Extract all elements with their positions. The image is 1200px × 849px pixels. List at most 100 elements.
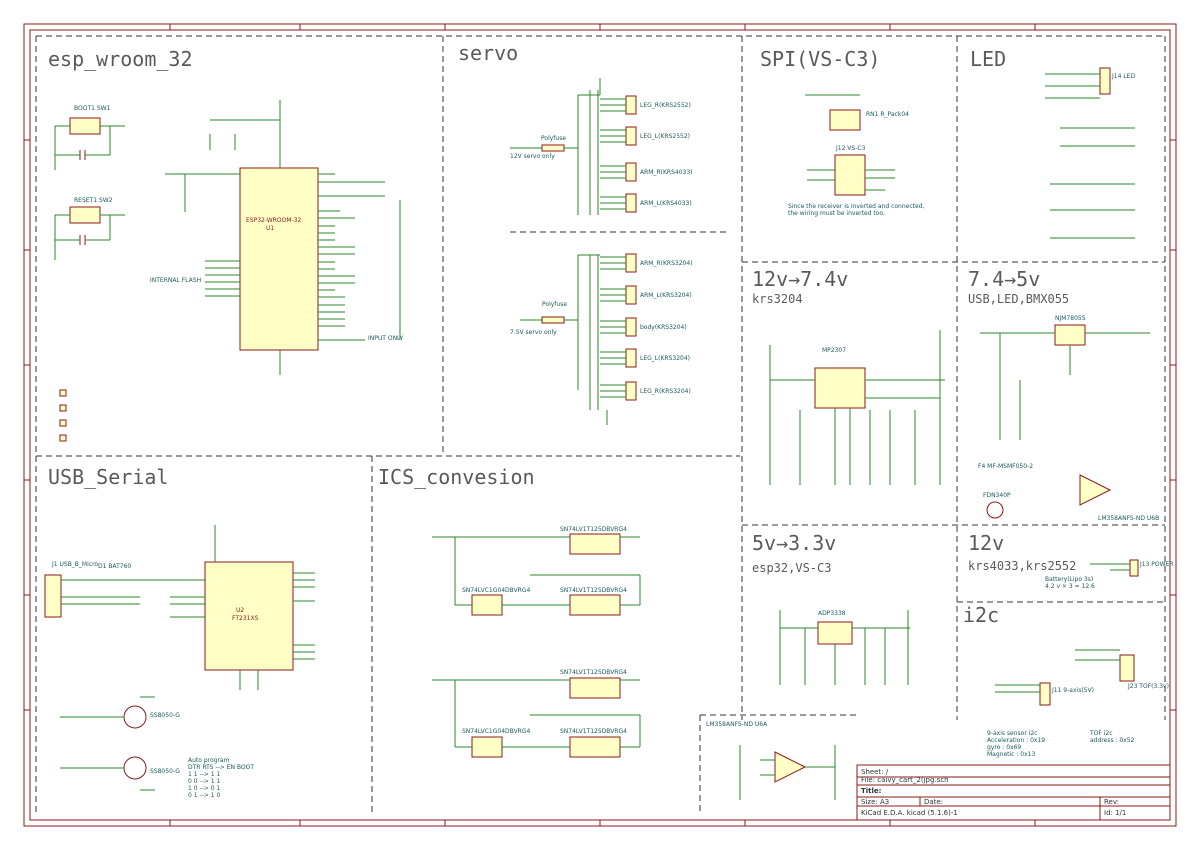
u1-value: ESP32-WROOM-32 bbox=[246, 217, 301, 224]
servo-connector bbox=[625, 348, 637, 368]
ft231x-chip bbox=[204, 561, 294, 671]
power-12v: J13 POWER Battery(Lipo 3s) 4.2 v × 3 = 1… bbox=[1045, 559, 1174, 590]
sw1-label: BOOT1 SW1 bbox=[74, 105, 111, 112]
servo-connector-label: LEG_L(KRS2552) bbox=[640, 133, 690, 140]
vs-c3-connector bbox=[834, 154, 866, 196]
ic2-label: SN74LVC1G04DBVRG4 bbox=[462, 728, 530, 735]
spi-section: RN1 R_Pack04 J12 VS-C3 Since the receive… bbox=[788, 94, 924, 217]
q2-symbol bbox=[123, 756, 147, 780]
opamp-u6b bbox=[1079, 474, 1112, 506]
esp32-module bbox=[239, 167, 319, 351]
j23-label: J23 TOF(3.3v) bbox=[1127, 683, 1169, 690]
auto-program-row: 1 1 --> 1 1 bbox=[188, 771, 220, 778]
u3-label: ADP3338 bbox=[818, 610, 846, 617]
njm7805-chip bbox=[1054, 324, 1086, 346]
title-block: Sheet: / File: caivy_cart_2(jpg.sch Titl… bbox=[856, 764, 1171, 821]
ic6-chip bbox=[569, 736, 621, 758]
q3-label: FDN340P bbox=[983, 492, 1011, 499]
q1-symbol bbox=[123, 705, 147, 729]
regulator-74-to-5: NJM7805S LM358ANFS-ND U6B F4 MF-MSMF050-… bbox=[978, 315, 1159, 522]
servo-connector-label: body(KRS3204) bbox=[640, 324, 687, 331]
ic3-chip bbox=[569, 533, 621, 555]
auto-program-title: Auto program bbox=[188, 757, 230, 764]
title-file: File: caivy_cart_2(jpg.sch bbox=[861, 776, 949, 784]
section-title-12v: 12v bbox=[968, 531, 1004, 555]
f1-note: 12V servo only bbox=[510, 153, 555, 160]
q3-symbol bbox=[986, 501, 1004, 519]
rn1-label: RN1 R_Pack04 bbox=[866, 111, 909, 118]
usb-serial-section: U2 FT231XS J1 USB_B_Micro D1 BAT760 SS80… bbox=[44, 525, 315, 799]
title-date: Date: bbox=[924, 798, 943, 806]
title-size: Size: A3 bbox=[861, 798, 889, 806]
ic5-chip bbox=[569, 677, 621, 699]
title-label: Title: bbox=[861, 787, 882, 795]
u4-label: MP2307 bbox=[822, 347, 846, 354]
tof-connector-j23 bbox=[1119, 654, 1135, 682]
u6b-label: LM358ANFS-ND U6B bbox=[1098, 515, 1159, 522]
j14-label: J14 LED bbox=[1111, 73, 1135, 80]
ic5-label: SN74LV1T125DBVRG4 bbox=[560, 669, 627, 676]
j11-label: J11 9-axis(5V) bbox=[1051, 687, 1094, 694]
servo-connector-label: ARM_L(KRS4033) bbox=[640, 200, 692, 207]
ic4-chip bbox=[569, 594, 621, 616]
servo-connector-label: ARM_R(KRS3204) bbox=[640, 260, 692, 267]
sheet-outer-border bbox=[23, 23, 1177, 827]
servo-connector bbox=[625, 162, 637, 182]
nine-axis-note: 9-axis sensor i2c bbox=[987, 730, 1037, 737]
servo-connector-label: ARM_R(KRS4033) bbox=[640, 169, 692, 176]
fuse-f2 bbox=[541, 316, 565, 324]
servo-connector bbox=[625, 126, 637, 146]
servo-connector-list: LEG_R(KRS2552) LEG_L(KRS2552) ARM_R(KRS403… bbox=[600, 95, 692, 401]
title-rev: Rev: bbox=[1104, 798, 1119, 806]
servo-connector bbox=[625, 381, 637, 401]
section-subtitle-12v: krs4033,krs2552 bbox=[968, 559, 1076, 573]
f2-note: 7.5V servo only bbox=[510, 329, 557, 336]
spi-note-line1: Since the receiver is inverted and conne… bbox=[788, 203, 924, 210]
internal-flash-note: INTERNAL FLASH bbox=[150, 277, 201, 284]
ic3-label: SN74LV1T125DBVRG4 bbox=[560, 526, 627, 533]
section-title-esp: esp_wroom_32 bbox=[48, 47, 193, 71]
f4-label: F4 MF-MSMF050-2 bbox=[978, 463, 1033, 470]
esp32-flash-pins bbox=[205, 260, 240, 297]
esp32-right-pins bbox=[318, 173, 385, 341]
servo-connector bbox=[625, 193, 637, 213]
ic1-label: SN74LVC1G04DBVRG4 bbox=[462, 587, 530, 594]
usb-conn-label: J1 USB_B_Micro bbox=[51, 561, 98, 568]
sw2-label: RESET1 SW2 bbox=[74, 197, 113, 204]
accel-note: Acceleration : 0x19 bbox=[987, 737, 1045, 744]
q2-label: SS8050-G bbox=[150, 768, 180, 775]
i2c-section: J23 TOF(3.3v) J11 9-axis(5V) bbox=[995, 649, 1169, 706]
j13-label: J13 POWER bbox=[1139, 561, 1174, 568]
servo-connector-label: LEG_R(KRS2552) bbox=[640, 102, 691, 109]
resistor-pack-rn1 bbox=[829, 109, 861, 131]
servo-connector bbox=[625, 285, 637, 305]
servo-section: Polyfuse 12V servo only Polyfuse 7.5V se… bbox=[510, 78, 608, 425]
usb-micro-connector bbox=[44, 574, 62, 618]
j12-label: J12 VS-C3 bbox=[835, 145, 866, 152]
section-title-opamp: LM358ANFS-ND U6A bbox=[706, 721, 768, 728]
nine-axis-connector-j11 bbox=[1039, 682, 1051, 706]
opamp-u6a bbox=[774, 751, 807, 783]
ics-section: SN74LV1T125DBVRG4 SN74LV1T125DBVRG4 SN74… bbox=[432, 526, 641, 758]
buck-12-to-74: MP2307 bbox=[769, 330, 945, 485]
gyro-note: gyro : 0x69 bbox=[987, 744, 1021, 751]
section-title-spi: SPI(VS-C3) bbox=[760, 47, 880, 71]
adp3338-chip bbox=[817, 621, 853, 645]
f2-label: Polyfuse bbox=[542, 301, 567, 308]
ic6-label: SN74LV1T125DBVRG4 bbox=[560, 728, 627, 735]
mp2307-chip bbox=[814, 367, 866, 409]
tof-note: TOF i2c bbox=[1089, 730, 1113, 737]
ldo-5-to-33: ADP3338 bbox=[779, 610, 910, 685]
tof-address: address : 0x52 bbox=[1090, 737, 1135, 744]
d1-label: D1 BAT760 bbox=[98, 563, 131, 570]
section-dividers bbox=[35, 35, 1166, 812]
section-title-12-to-74: 12v→7.4v bbox=[752, 267, 848, 291]
boot-switch bbox=[69, 117, 101, 135]
ic4-label: SN74LV1T125DBVRG4 bbox=[560, 587, 627, 594]
servo-connector bbox=[625, 317, 637, 337]
auto-program-row: 1 0 --> 0 1 bbox=[188, 785, 220, 792]
servo-connector-label: LEG_R(KRS3204) bbox=[640, 388, 691, 395]
u1-ref: U1 bbox=[266, 225, 274, 232]
ic2-chip bbox=[471, 736, 503, 758]
battery-voltage: 4.2 v × 3 = 12.6 bbox=[1045, 583, 1095, 590]
